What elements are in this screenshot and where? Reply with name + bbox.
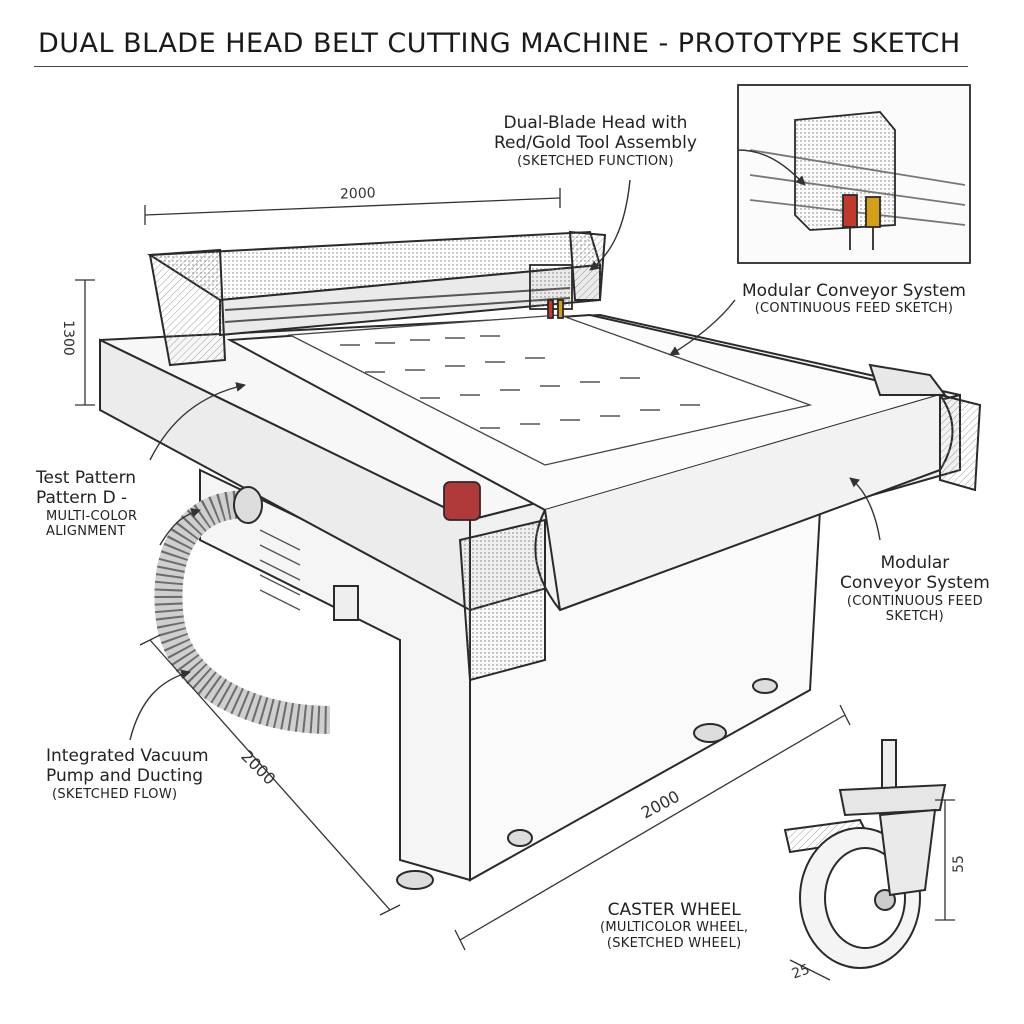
callout-caster: CASTER WHEEL (MULTICOLOR WHEEL, (SKETCHE…: [600, 900, 748, 952]
callout-line: (SKETCHED WHEEL): [606, 935, 742, 951]
callout-line: Test Pattern: [36, 468, 137, 488]
callout-line: (MULTICOLOR WHEEL,: [600, 920, 749, 936]
title-underline: [34, 66, 968, 67]
callout-line: Dual-Blade Head with: [503, 113, 688, 133]
callout-conveyor-top: Modular Conveyor System (CONTINUOUS FEED…: [742, 281, 966, 317]
pattern-marks: [340, 335, 700, 429]
callout-line: (CONTINUOUS FEED: [846, 593, 983, 609]
vent-grille: [259, 529, 301, 611]
blade-head-inset: [737, 84, 971, 264]
dimension-top-width: 2000: [339, 185, 376, 203]
callout-line: ALIGNMENT: [46, 524, 126, 540]
callout-line: (SKETCHED FUNCTION): [517, 153, 674, 169]
callout-vacuum: Integrated Vacuum Pump and Ducting (SKET…: [46, 746, 209, 802]
callout-test-pattern: Test Pattern Pattern D - MULTI-COLOR ALI…: [36, 468, 137, 540]
red-knob: [443, 481, 481, 521]
dimension-caster-height: 55: [950, 855, 967, 873]
cabinet-feet: [396, 678, 778, 890]
callout-line: Modular: [880, 553, 950, 573]
callout-line: SKETCH): [885, 609, 944, 625]
vacuum-hose: [154, 486, 331, 734]
leader-lines: [129, 149, 881, 741]
page-title: DUAL BLADE HEAD BELT CUTTING MACHINE - P…: [38, 28, 961, 59]
dimension-lines: [75, 188, 955, 981]
callout-dual-blade-head: Dual-Blade Head with Red/Gold Tool Assem…: [494, 113, 697, 169]
caster-wheel-detail: [783, 739, 947, 969]
gantry: [146, 230, 607, 367]
callout-line: Red/Gold Tool Assembly: [494, 133, 697, 154]
callout-line: Integrated Vacuum: [46, 746, 209, 766]
callout-line: MULTI-COLOR: [46, 508, 138, 524]
cutting-head: [529, 264, 573, 319]
control-box: [868, 363, 982, 492]
callout-line: Pattern D -: [36, 488, 128, 509]
dimension-height: 1300: [59, 320, 76, 356]
callout-line: (SKETCHED FLOW): [52, 786, 178, 802]
callout-line: Modular Conveyor System: [742, 281, 966, 301]
callout-line: Conveyor System: [840, 573, 990, 594]
callout-line: Pump and Ducting: [46, 766, 204, 787]
end-cap: [458, 518, 546, 682]
callout-conveyor-side: Modular Conveyor System (CONTINUOUS FEED…: [840, 553, 990, 625]
test-pattern-sheet: [287, 314, 813, 466]
callout-line: CASTER WHEEL: [607, 900, 741, 920]
callout-line: (CONTINUOUS FEED SKETCH): [754, 301, 954, 317]
